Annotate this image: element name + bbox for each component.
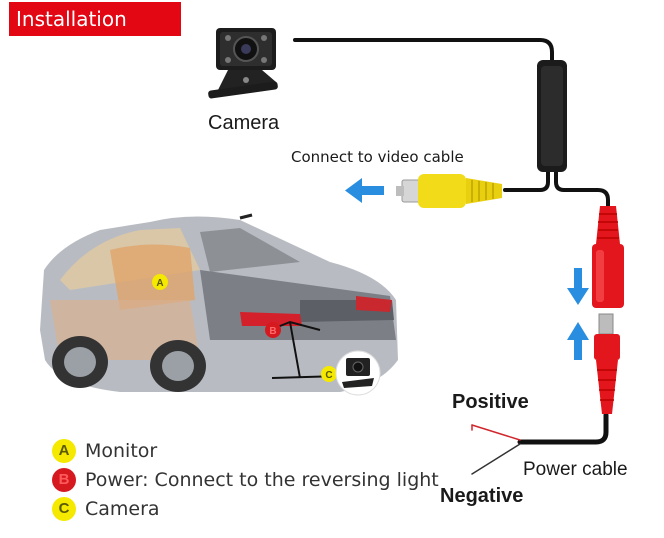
legend-marker-b: B [52,468,76,492]
rca-connector-icon [396,174,502,208]
backup-camera-icon [208,28,278,99]
legend-text-power: Power: Connect to the reversing light [85,469,439,491]
arrow-up-icon [567,322,589,360]
legend-marker-a: A [52,439,76,463]
marker-b: B [265,322,281,338]
inline-module [537,60,567,172]
marker-a-label: A [156,278,163,289]
dc-jack-icon [592,206,624,308]
installation-guide-badge: Installation Guide [9,2,181,65]
dc-plug-icon [594,313,620,414]
arrow-left-icon [345,178,384,203]
legend-marker-c: C [52,497,76,521]
legend-text-camera: Camera [85,498,160,520]
car-illustration [40,213,398,392]
negative-label: Negative [440,485,524,507]
marker-b-label: B [269,326,276,337]
legend-text-monitor: Monitor [85,440,158,462]
arrow-down-icon [567,268,589,305]
power-cable-label: Power cable [523,459,628,480]
camera-inset-icon [335,350,381,396]
cable-lines [293,38,610,475]
marker-a: A [152,274,168,290]
video-cable-label: Connect to video cable [291,148,464,166]
marker-c-label: C [325,370,332,381]
positive-label: Positive [452,391,529,413]
camera-label: Camera [208,112,280,134]
marker-c: C [321,366,337,382]
